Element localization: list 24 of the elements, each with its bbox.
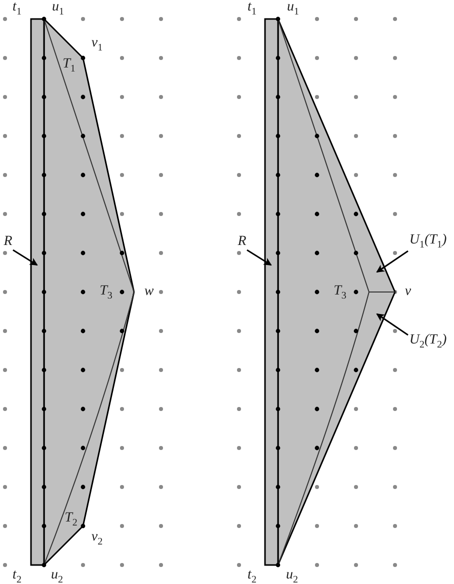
region-label: U$_{2}$(T$_{2}$) — [409, 334, 447, 350]
region-label: T$_{1}$ — [62, 58, 76, 74]
vertex-label: u$_{2}$ — [286, 568, 298, 584]
region-label: R — [4, 235, 12, 249]
corner-label: t$_{1}$ — [12, 0, 22, 18]
corner-label: t$_{2}$ — [12, 568, 22, 584]
vertex-label: v$_{1}$ — [91, 36, 103, 54]
leader-line — [246, 249, 272, 266]
vertex-label: u$_{2}$ — [51, 568, 63, 584]
region-label: U$_{1}$(T$_{1}$) — [409, 234, 447, 250]
corner-label: t$_{1}$ — [248, 0, 256, 18]
region-label: T$_{3}$ — [334, 284, 346, 302]
vertex-label: u$_{1}$ — [52, 0, 64, 18]
leader-line — [376, 250, 408, 273]
vertex-label: v — [404, 285, 412, 299]
vertex-label: u$_{1}$ — [287, 0, 299, 18]
region-label: T$_{2}$ — [64, 512, 78, 528]
leader-line — [376, 313, 408, 336]
corner-label: t$_{2}$ — [248, 568, 256, 584]
region-label: R — [238, 235, 246, 249]
leader-line — [12, 249, 38, 266]
vertex-label: v$_{2}$ — [91, 530, 103, 548]
vertex-label: w — [144, 285, 154, 299]
region-label: T$_{3}$ — [100, 284, 112, 302]
